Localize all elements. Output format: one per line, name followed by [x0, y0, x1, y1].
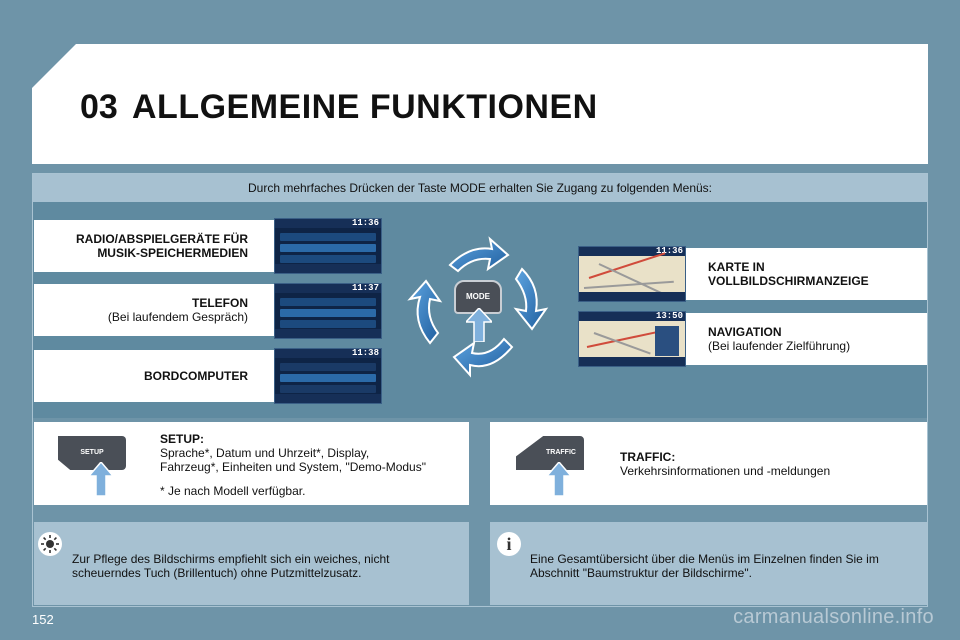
care-line-1: Zur Pflege des Bildschirms empfiehlt sic… [72, 552, 390, 566]
screen-telefon: 11:37 [274, 283, 382, 339]
intro-band [33, 174, 927, 202]
menu-title: TELEFON [192, 296, 248, 310]
traffic-title: TRAFFIC: [620, 450, 676, 464]
care-text: Zur Pflege des Bildschirms empfiehlt sic… [72, 552, 462, 580]
setup-line-1: Sprache*, Datum und Uhrzeit*, Display, [160, 446, 370, 460]
info-line-2: Abschnitt "Baumstruktur der Bildschirme"… [530, 566, 752, 580]
watermark: carmanualsonline.info [733, 606, 934, 628]
menu-title: BORDCOMPUTER [144, 369, 248, 383]
info-text: Eine Gesamtübersicht über die Menüs im E… [530, 552, 920, 580]
menu-title-2: VOLLBILDSCHIRMANZEIGE [708, 274, 869, 288]
info-band [490, 522, 927, 605]
traffic-line-1: Verkehrsinformationen und -meldungen [620, 464, 831, 478]
page-title: ALLGEMEINE FUNKTIONEN [132, 88, 598, 126]
screen-map: 11:36 [578, 246, 686, 302]
press-arrow-icon [466, 308, 492, 342]
setup-note: * Je nach Modell verfügbar. [160, 484, 306, 498]
setup-line-2: Fahrzeug*, Einheiten und System, "Demo-M… [160, 460, 426, 474]
menu-card-bordcomputer: BORDCOMPUTER [34, 350, 274, 402]
info-icon: i [497, 532, 521, 556]
screen-time: 13:50 [655, 311, 683, 321]
menu-title-2: MUSIK-SPEICHERMEDIEN [97, 246, 248, 260]
page-number: 152 [32, 612, 54, 627]
care-line-2: scheuerndes Tuch (Brillentuch) ohne Putz… [72, 566, 362, 580]
header-panel [32, 44, 928, 164]
menu-card-map: KARTE IN VOLLBILDSCHIRMANZEIGE [686, 248, 927, 300]
menu-card-radio: RADIO/ABSPIELGERÄTE FÜR MUSIK-SPEICHERME… [34, 220, 274, 272]
screen-navigation: 13:50 [578, 311, 686, 367]
screen-time: 11:36 [655, 246, 683, 256]
screen-time: 11:36 [351, 218, 379, 228]
cycle-arrows-icon [407, 236, 549, 378]
menu-subtitle: (Bei laufender Zielführung) [708, 339, 851, 353]
info-line-1: Eine Gesamtübersicht über die Menüs im E… [530, 552, 879, 566]
press-arrow-icon [547, 462, 571, 496]
menu-title: NAVIGATION [708, 325, 782, 339]
screen-time: 11:37 [351, 283, 379, 293]
sun-icon [38, 532, 62, 556]
screen-radio: 11:36 [274, 218, 382, 274]
menu-title: KARTE IN [708, 260, 765, 274]
setup-title: SETUP: [160, 432, 205, 446]
press-arrow-icon [89, 462, 113, 496]
setup-text: SETUP: Sprache*, Datum und Uhrzeit*, Dis… [160, 432, 460, 498]
setup-button[interactable]: SETUP [58, 436, 126, 470]
screen-bordcomputer: 11:38 [274, 348, 382, 404]
menu-card-telefon: TELEFON (Bei laufendem Gespräch) [34, 284, 274, 336]
intro-text: Durch mehrfaches Drücken der Taste MODE … [247, 181, 713, 195]
chapter-number: 03 [80, 88, 118, 126]
care-band [34, 522, 469, 605]
menu-subtitle: (Bei laufendem Gespräch) [107, 310, 248, 324]
traffic-text: TRAFFIC: Verkehrsinformationen und -meld… [620, 450, 920, 478]
menu-card-navigation: NAVIGATION (Bei laufender Zielführung) [686, 313, 927, 365]
menu-title: RADIO/ABSPIELGERÄTE FÜR [75, 232, 248, 246]
screen-time: 11:38 [351, 348, 379, 358]
